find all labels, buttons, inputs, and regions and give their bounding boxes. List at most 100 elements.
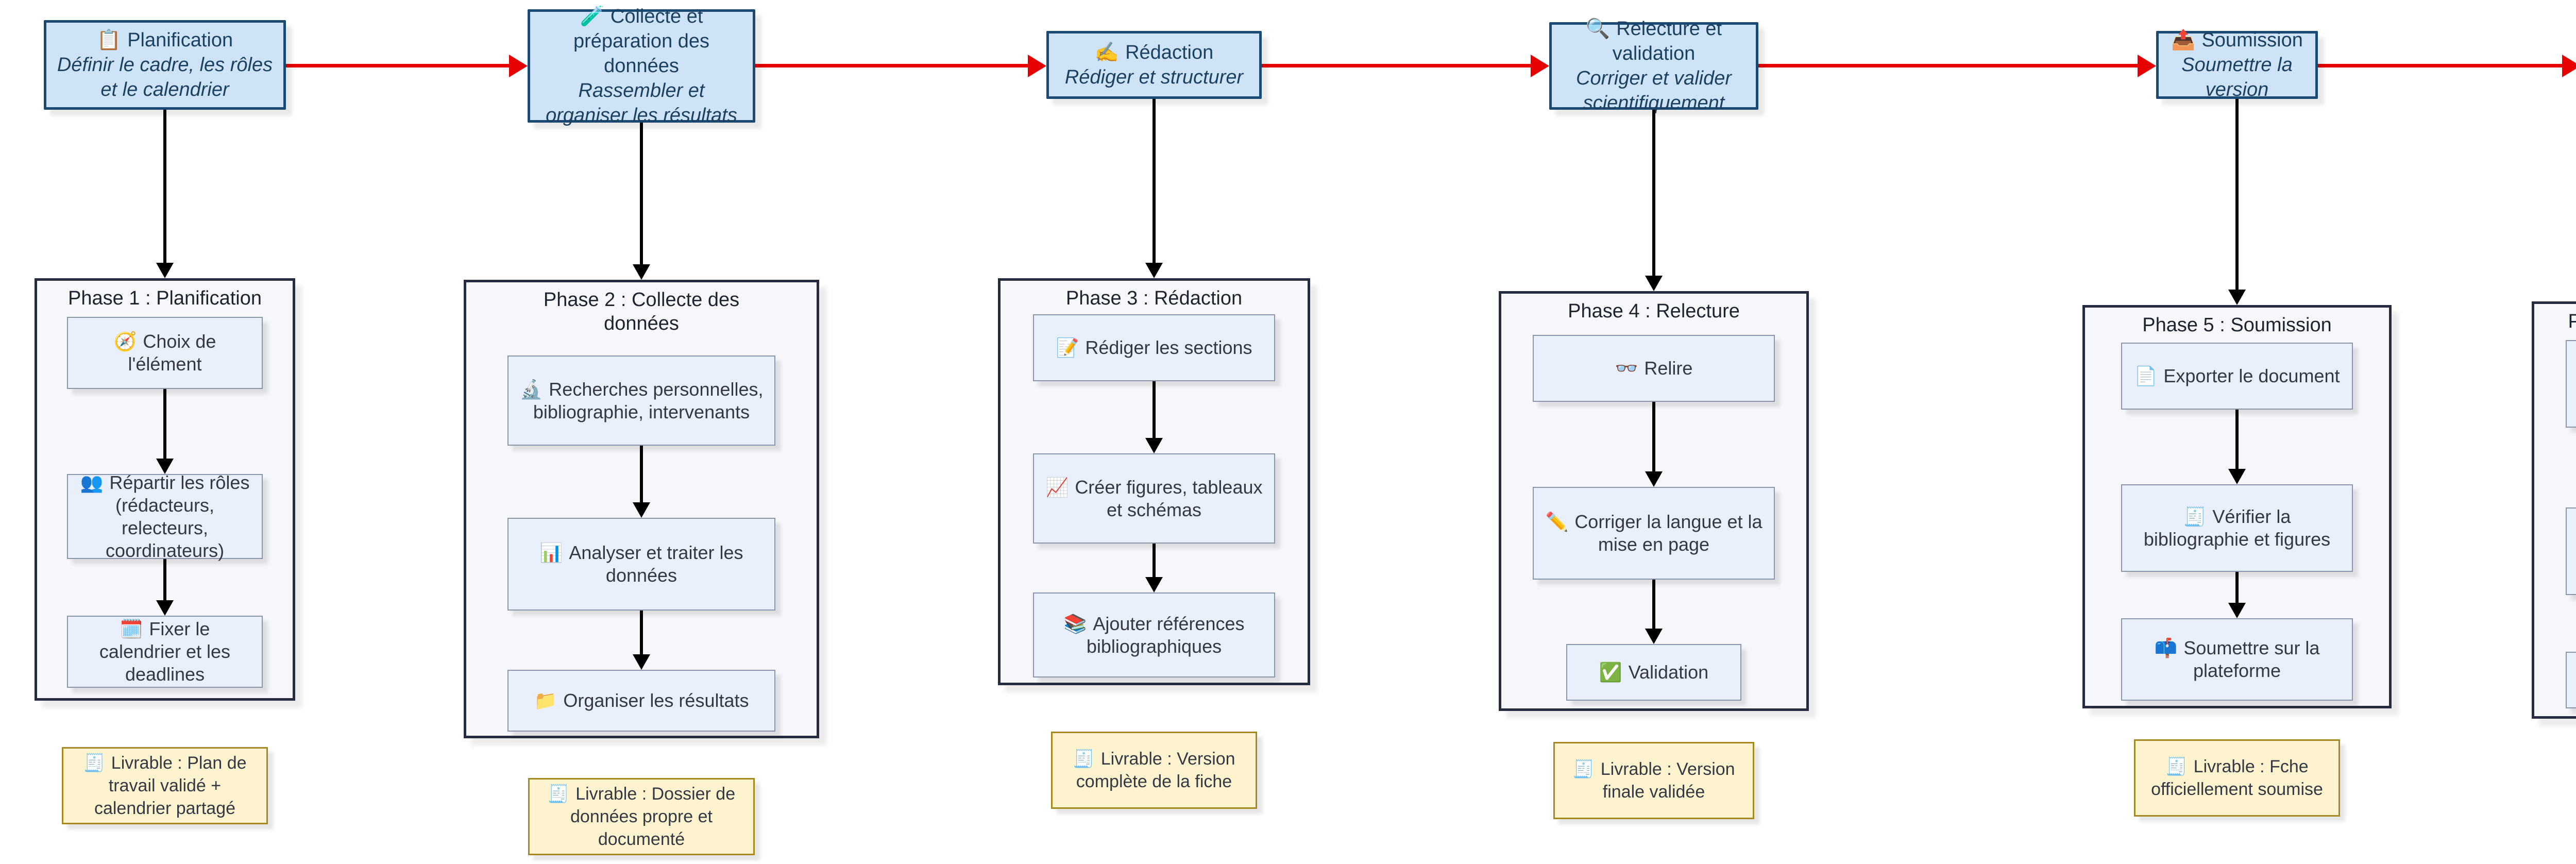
receipt-icon: 🧾 [1572,759,1595,779]
phase1-step2: 👥Répartir les rôles (rédacteurs, relecte… [67,471,263,561]
bar-chart-icon: 📊 [539,542,563,563]
phase1-step3: 🗓️Fixer le calendrier et les deadlines [67,616,263,688]
flow-arrow-1 [286,64,509,67]
phase4-node: 🔍Relecture et validation Corriger et val… [1549,18,1758,114]
phase3-title: Phase 3 : Rédaction [1065,287,1243,309]
phase5-step3: 📫Soumettre sur la plateforme [2121,618,2353,701]
phase4-step-arrowhead-2 [1645,629,1663,644]
phase4-deliverable: 🧾Livrable : Version finale validée [1553,742,1754,819]
phase2-step2: 📊Analyser et traiter les données [507,518,775,611]
phase3-step-arrowhead-1 [1145,438,1163,453]
phase3-step1: 📝Rédiger les sections [1033,314,1275,381]
phase2-title: Phase 2 : Collecte des données [543,289,740,334]
writing-hand-icon: ✍️ [1094,42,1120,63]
phase2-down-arrow [640,123,643,264]
phase2-step-arrowhead-1 [633,502,650,518]
microscope-icon: 🔬 [519,378,543,400]
phase2-step-arrow-2 [640,611,643,654]
flow-arrow-4 [1758,64,2138,67]
glasses-icon: 👓 [1615,358,1638,379]
chart-increasing-icon: 📈 [1045,476,1069,498]
phase3-step3: 📚Ajouter références bibliographiques [1033,592,1275,677]
people-icon: 👥 [80,471,104,493]
phase3-deliverable: 🧾Livrable : Version complète de la fiche [1051,732,1257,809]
phase3-down-arrow [1153,99,1156,263]
phase3-down-arrowhead [1145,263,1163,278]
phase3-step-arrow-1 [1153,381,1156,438]
phase2-step3: 📁Organiser les résultats [507,670,775,732]
flow-arrowhead-2 [1028,55,1046,77]
phase4-title: Phase 4 : Relecture [1568,300,1740,322]
phase5-step1: 📄Exporter le document [2121,343,2353,410]
phase1-step-arrowhead-1 [156,459,174,474]
phase2-node-subtitle: Rassembler et organiser les résultats [546,80,737,126]
compass-icon: 🧭 [113,331,137,352]
phase1-title: Phase 1 : Planification [67,287,262,309]
phase4-step-arrowhead-1 [1645,471,1663,487]
outbox-icon: 📤 [2171,29,2196,51]
phase4-node-title: 🔍Relecture et validation [1585,18,1722,64]
phase5-node-title: 📤Soumission [2171,29,2303,51]
phase4-step-arrow-2 [1652,580,1655,629]
flow-arrowhead-1 [509,55,528,77]
calendar-icon: 🗓️ [120,618,143,639]
phase2-node: 🧪Collecte et préparation des données Ras… [528,6,755,126]
phase2-step-arrowhead-2 [633,654,650,670]
flow-arrow-2 [755,64,1028,67]
clipboard-icon: 📋 [96,29,122,51]
page-icon: 📄 [2134,365,2158,386]
phase1-down-arrow [163,110,166,263]
phase4-step2: ✏️Corriger la langue et la mise en page [1533,487,1775,580]
phase3-node-title: ✍️Rédaction [1094,42,1214,63]
phase5-down-arrow [2235,99,2239,290]
folder-icon: 📁 [534,690,557,711]
phase1-down-arrowhead [156,263,174,278]
magnifier-icon: 🔍 [1585,18,1611,40]
receipt-icon: 🧾 [2165,757,2188,776]
phase5-step-arrow-2 [2235,572,2239,603]
phase2-deliverable: 🧾Livrable : Dossier de données propre et… [528,778,755,855]
phase3-node-subtitle: Rédiger et structurer [1064,66,1244,88]
receipt-icon: 🧾 [2183,506,2207,527]
phase1-step1: 🧭Choix de l'élément [67,317,263,389]
phase1-node: 📋Planification Définir le cadre, les rôl… [44,20,286,110]
flow-arrow-3 [1262,64,1531,67]
phase5-node-subtitle: Soumettre la version [2181,54,2293,100]
phase3-node: ✍️Rédaction Rédiger et structurer [1046,31,1262,99]
phase3-step2: 📈Créer figures, tableaux et schémas [1033,453,1275,544]
phase4-node-subtitle: Corriger et valider scientifiquement [1576,67,1732,114]
phase3-step-arrow-2 [1153,544,1156,577]
phase4-step3: ✅Validation [1566,644,1741,701]
phase5-step-arrowhead-2 [2228,603,2246,618]
pencil-icon: ✏️ [1545,511,1569,532]
books-icon: 📚 [1063,613,1087,634]
phase6-step3: 💬Réunion de bilan [2566,652,2576,708]
phase5-down-arrowhead [2228,290,2246,305]
phase2-down-arrowhead [633,264,650,280]
phase6-title: Phase 6 : Archivage et bilan [2568,311,2576,332]
check-mark-icon: ✅ [1599,662,1622,683]
phase5-title: Phase 5 : Soumission [2142,314,2332,336]
receipt-icon: 🧾 [83,753,105,773]
flow-arrowhead-4 [2138,55,2156,77]
phase1-step-arrow-2 [163,559,166,600]
phase1-step-arrow-1 [163,389,166,459]
flow-arrowhead-3 [1531,55,1549,77]
flow-arrowhead-5 [2562,55,2576,77]
phase5-node: 📤Soumission Soumettre la version [2156,29,2318,100]
phase5-step-arrow-1 [2235,410,2239,469]
mailbox-icon: 📫 [2154,637,2178,658]
phase1-step-arrowhead-2 [156,600,174,616]
phase5-step2: 🧾Vérifier la bibliographie et figures [2121,484,2353,572]
receipt-icon: 🧾 [547,784,570,804]
phase4-step1: 👓Relire [1533,335,1775,402]
phase6-step2: 🧠Documenter les difficultés et solutions [2566,507,2576,595]
phase2-node-title: 🧪Collecte et préparation des données [573,6,710,77]
phase5-deliverable: 🧾Livrable : Fche officiellement soumise [2134,739,2340,817]
phase1-deliverable: 🧾Livrable : Plan de travail validé + cal… [62,747,268,824]
phase3-step-arrowhead-2 [1145,577,1163,592]
phase1-node-title: 📋Planification [96,29,233,51]
phase6-step1: 🗂️Archiver les versions et données [2566,340,2576,428]
flow-arrow-5 [2318,64,2562,67]
